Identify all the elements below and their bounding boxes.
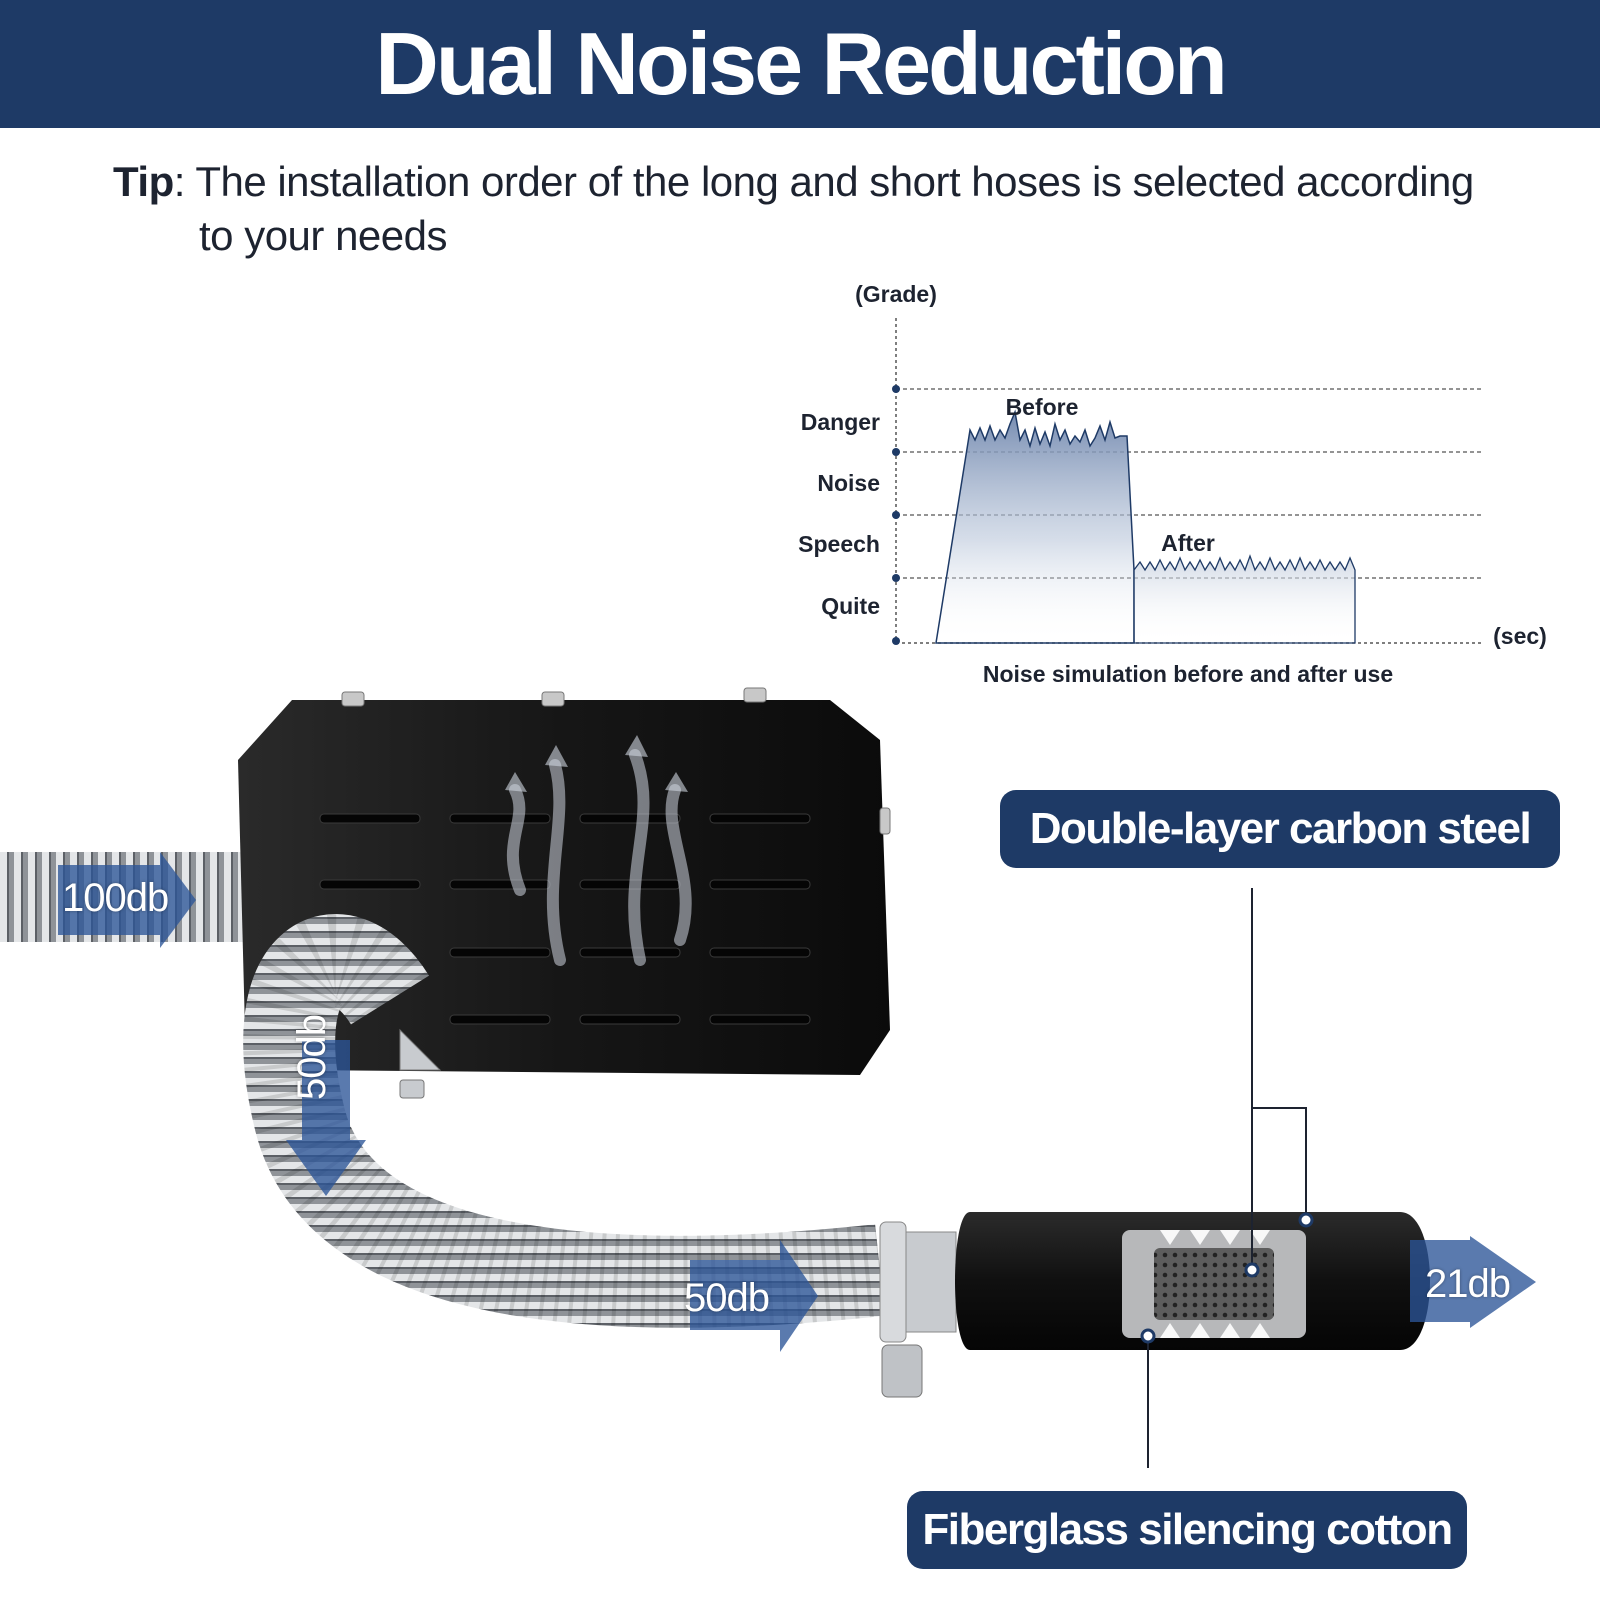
hose-clamp (879, 1221, 907, 1343)
mount-bracket (399, 1028, 442, 1071)
callout-carbon-steel: Double-layer carbon steel (1000, 790, 1560, 868)
airflow-arrows (506, 749, 692, 966)
db-label-outlet: 21db (1425, 1262, 1511, 1306)
perforated-core (1154, 1248, 1274, 1320)
db-label-inlet: 100db (62, 876, 169, 920)
callout-dot-top (1244, 1262, 1260, 1278)
flow-arrow-bend (286, 1040, 366, 1196)
callout-dot-bottom (1140, 1328, 1156, 1344)
box-bolts (341, 687, 891, 835)
db-label-bend: 50db (290, 1015, 334, 1100)
cutaway-arrows (1160, 1230, 1270, 1338)
callout-dot-top-2 (1298, 1212, 1314, 1228)
flow-arrow-inlet (58, 852, 196, 948)
header-banner: Dual Noise Reduction (0, 0, 1600, 128)
callout-fiberglass-cotton: Fiberglass silencing cotton (907, 1491, 1467, 1569)
tip-label: Tip (113, 158, 174, 205)
db-label-hose: 50db (684, 1276, 770, 1320)
tip-text: Tip: The installation order of the long … (113, 155, 1513, 263)
page-title: Dual Noise Reduction (375, 14, 1227, 113)
bracket-bolt (399, 1079, 425, 1099)
tip-line-2: to your needs (199, 212, 448, 259)
flow-arrow-hose (690, 1240, 818, 1352)
airflow-arrowheads (505, 735, 688, 792)
flow-arrow-outlet (1410, 1236, 1536, 1328)
tip-line-1: : The installation order of the long and… (173, 158, 1475, 205)
callout-line-top (1251, 888, 1307, 1268)
